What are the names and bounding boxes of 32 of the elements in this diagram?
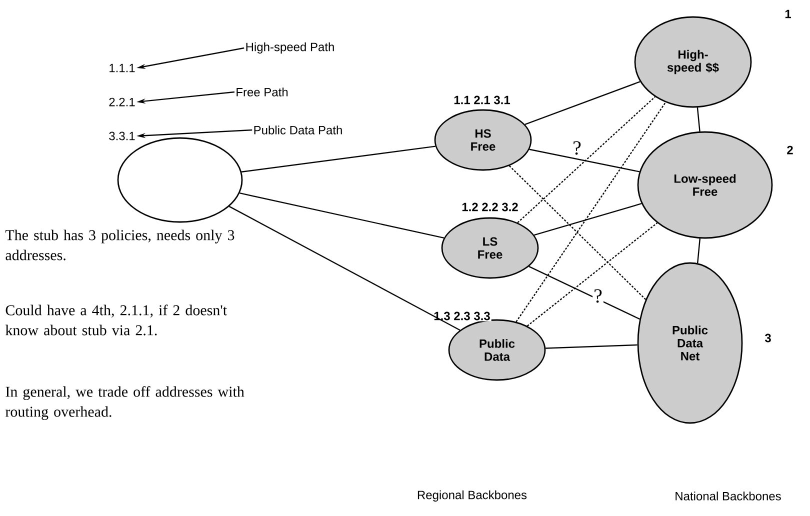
- address-label: 1.3 2.3 3.3: [432, 310, 492, 322]
- path-label: Free Path: [236, 88, 288, 96]
- link-line: [696, 108, 700, 132]
- address-label: 1.2 2.2 3.2: [460, 202, 520, 212]
- path-label: High-speed Path: [246, 42, 334, 54]
- address-label: 3: [764, 332, 772, 344]
- column-label: Regional Backbones: [418, 490, 527, 502]
- address-text: 2.2.1: [109, 98, 135, 106]
- link-line: [516, 102, 666, 322]
- link-line: [529, 148, 640, 172]
- link-line: [508, 165, 646, 300]
- address-label: 1: [784, 8, 792, 20]
- question-mark: ?: [572, 140, 582, 156]
- note-text: Could have a 4th, 2.1.1, if 2 doesn't know about stub via 2.1.: [5, 304, 227, 336]
- link-line: [241, 146, 436, 172]
- link-line: [528, 266, 640, 320]
- link-line: [517, 96, 656, 224]
- question-mark: ?: [592, 288, 604, 304]
- address-label: 1.1 2.1 3.1: [452, 94, 512, 106]
- link-line: [228, 206, 460, 331]
- address-text: 1.1.1: [110, 64, 135, 72]
- link-line: [697, 238, 701, 264]
- address-label: 2: [786, 144, 794, 156]
- note-text: In general, we trade off addresses with routing overhead.: [6, 386, 244, 420]
- column-label: National Backbones: [676, 492, 781, 500]
- link-line: [524, 81, 640, 125]
- link-line: [534, 203, 642, 236]
- path-label: Public Data Path: [254, 126, 342, 134]
- link-line: [526, 222, 658, 326]
- link-line: [546, 344, 638, 349]
- link-line: [240, 192, 444, 238]
- address-text: 3.3.1: [109, 132, 135, 140]
